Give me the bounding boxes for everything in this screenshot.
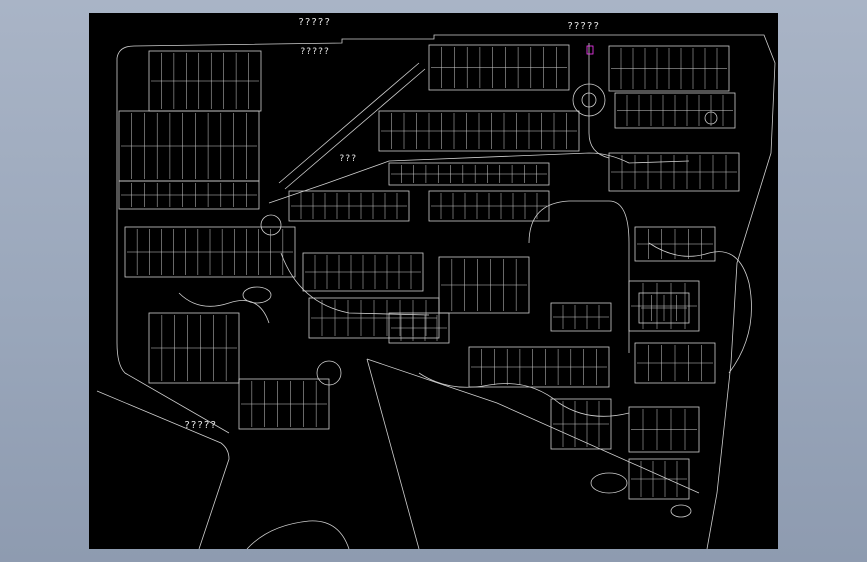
building-block <box>288 190 410 222</box>
building-block <box>308 297 440 339</box>
building-block <box>468 346 610 388</box>
building-block <box>634 226 716 262</box>
outer-road-left <box>96 390 230 549</box>
diagonal-road <box>366 358 420 549</box>
outer-road-bottom <box>246 520 350 549</box>
label-top-center-sub: ????? <box>300 47 330 57</box>
building-block <box>428 190 550 222</box>
building-block <box>628 280 700 332</box>
label-top-right: ????? <box>567 21 600 32</box>
landscape-path <box>418 372 630 417</box>
accent-marker <box>586 45 594 55</box>
building-block <box>124 226 296 278</box>
roundabout <box>572 83 606 117</box>
label-top-center: ????? <box>298 17 331 28</box>
building-block <box>238 378 330 430</box>
building-block <box>628 406 700 453</box>
building-block <box>302 252 424 292</box>
main-road-loop <box>280 252 430 316</box>
building-block <box>550 302 612 332</box>
building-block <box>118 180 260 210</box>
roundabout-west <box>260 214 282 236</box>
main-road-east-west <box>268 152 690 204</box>
building-block <box>634 342 716 384</box>
label-bottom-left: ????? <box>184 420 217 431</box>
site-plan-drawing <box>96 34 776 549</box>
building-block <box>614 92 736 129</box>
site-boundary-left <box>116 58 230 434</box>
building-block <box>388 312 450 344</box>
landscape-path-2 <box>648 242 752 374</box>
cad-drawing-canvas[interactable]: ????? ????? ????? ??? ????? <box>89 13 778 549</box>
diagonal-road-2 <box>366 358 700 494</box>
building-block <box>608 45 730 92</box>
building-block <box>378 110 580 152</box>
building-block <box>628 458 690 500</box>
building-blocks <box>118 44 740 500</box>
building-block <box>428 44 570 91</box>
building-block <box>638 292 690 324</box>
building-block <box>550 398 612 450</box>
building-block <box>438 256 530 314</box>
landscape-path-3 <box>178 292 270 324</box>
building-block <box>608 152 740 192</box>
building-block <box>148 312 240 384</box>
label-center-small: ??? <box>339 154 357 164</box>
main-road-ring <box>528 200 630 353</box>
main-road-north <box>588 43 610 159</box>
building-block <box>388 162 550 186</box>
site-boundary <box>116 34 776 549</box>
